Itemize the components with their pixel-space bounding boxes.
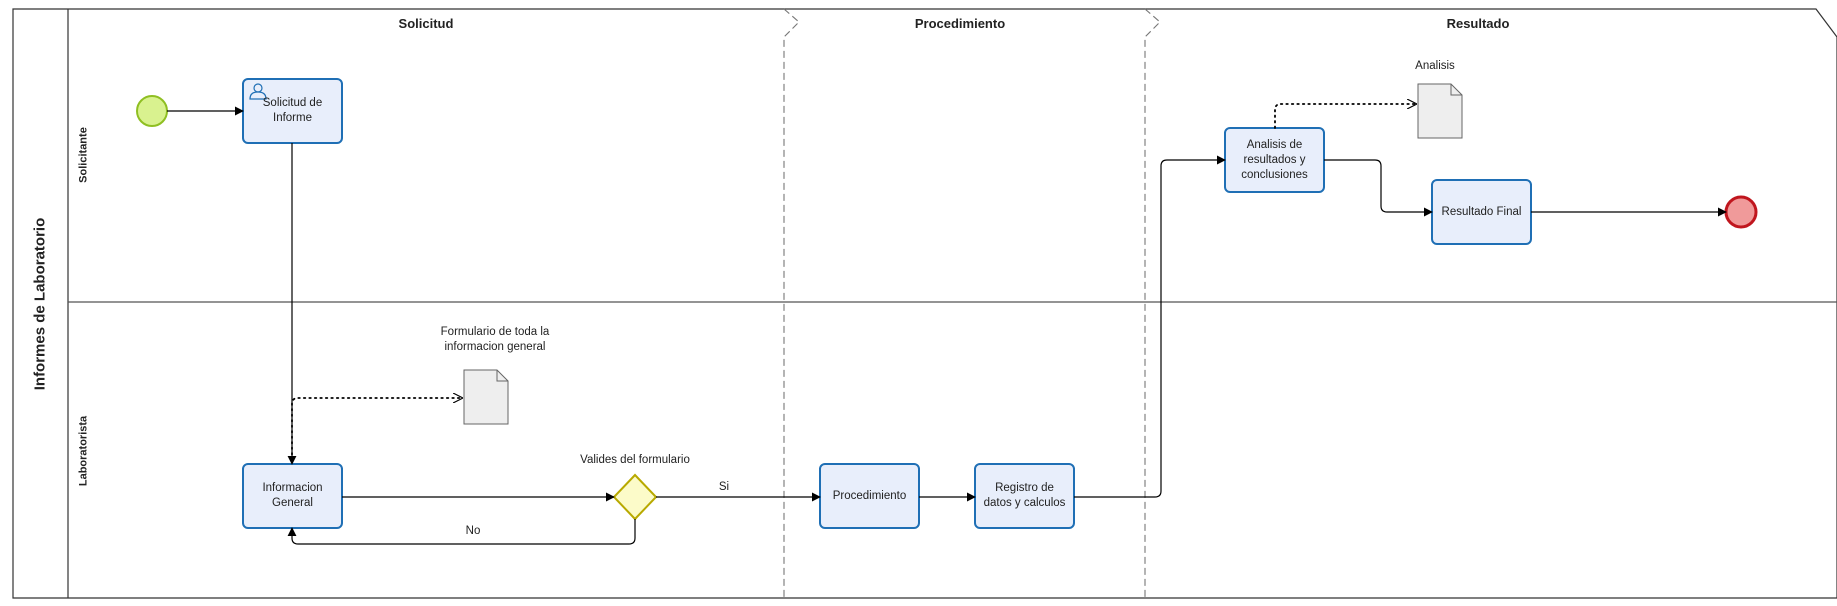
data-associations: [291, 104, 1416, 461]
phase-separators: [783, 8, 1161, 598]
tasks: [242, 78, 1532, 529]
data-object-label-formulario: Formulario de toda la informacion genera…: [440, 326, 550, 353]
flow-gateway-no: [287, 519, 636, 545]
phase-title-procedimiento: Procedimiento: [914, 16, 1006, 31]
sequence-flows: [167, 106, 1727, 545]
gateway-valides[interactable]: [612, 473, 658, 521]
user-icon: [249, 83, 267, 100]
end-event[interactable]: [1724, 195, 1758, 229]
lane-title-solicitante: Solicitante: [77, 127, 90, 183]
pool-title: Informes de Laboratorio: [31, 217, 49, 391]
task-resultado-final[interactable]: Resultado Final: [1441, 205, 1522, 218]
task-analisis-resultados[interactable]: Analisis de resultados y conclusiones: [1241, 138, 1308, 181]
flow-label-no: No: [465, 525, 481, 537]
phase-title-resultado: Resultado: [1446, 16, 1510, 31]
task-informacion-general[interactable]: Informacion General: [262, 482, 323, 509]
document-icon-analisis[interactable]: [1417, 83, 1463, 139]
start-event[interactable]: [136, 95, 168, 127]
pool-frame: [12, 8, 1837, 599]
flow-analisis-to-resultado: [1324, 159, 1433, 217]
task-registro-datos[interactable]: Registro de datos y calculos: [983, 482, 1066, 509]
phase-title-solicitud: Solicitud: [398, 16, 454, 31]
data-object-label-analisis: Analisis: [1415, 60, 1455, 72]
task-solicitud-informe[interactable]: Solicitud de Informe: [262, 97, 323, 124]
flow-registro-to-analisis: [1074, 155, 1226, 498]
task-procedimiento[interactable]: Procedimiento: [832, 489, 907, 502]
document-icon-formulario[interactable]: [463, 369, 509, 425]
lane-title-laboratorista: Laboratorista: [77, 415, 90, 487]
gateway-label: Valides del formulario: [580, 454, 690, 466]
flow-label-si: Si: [718, 481, 730, 493]
